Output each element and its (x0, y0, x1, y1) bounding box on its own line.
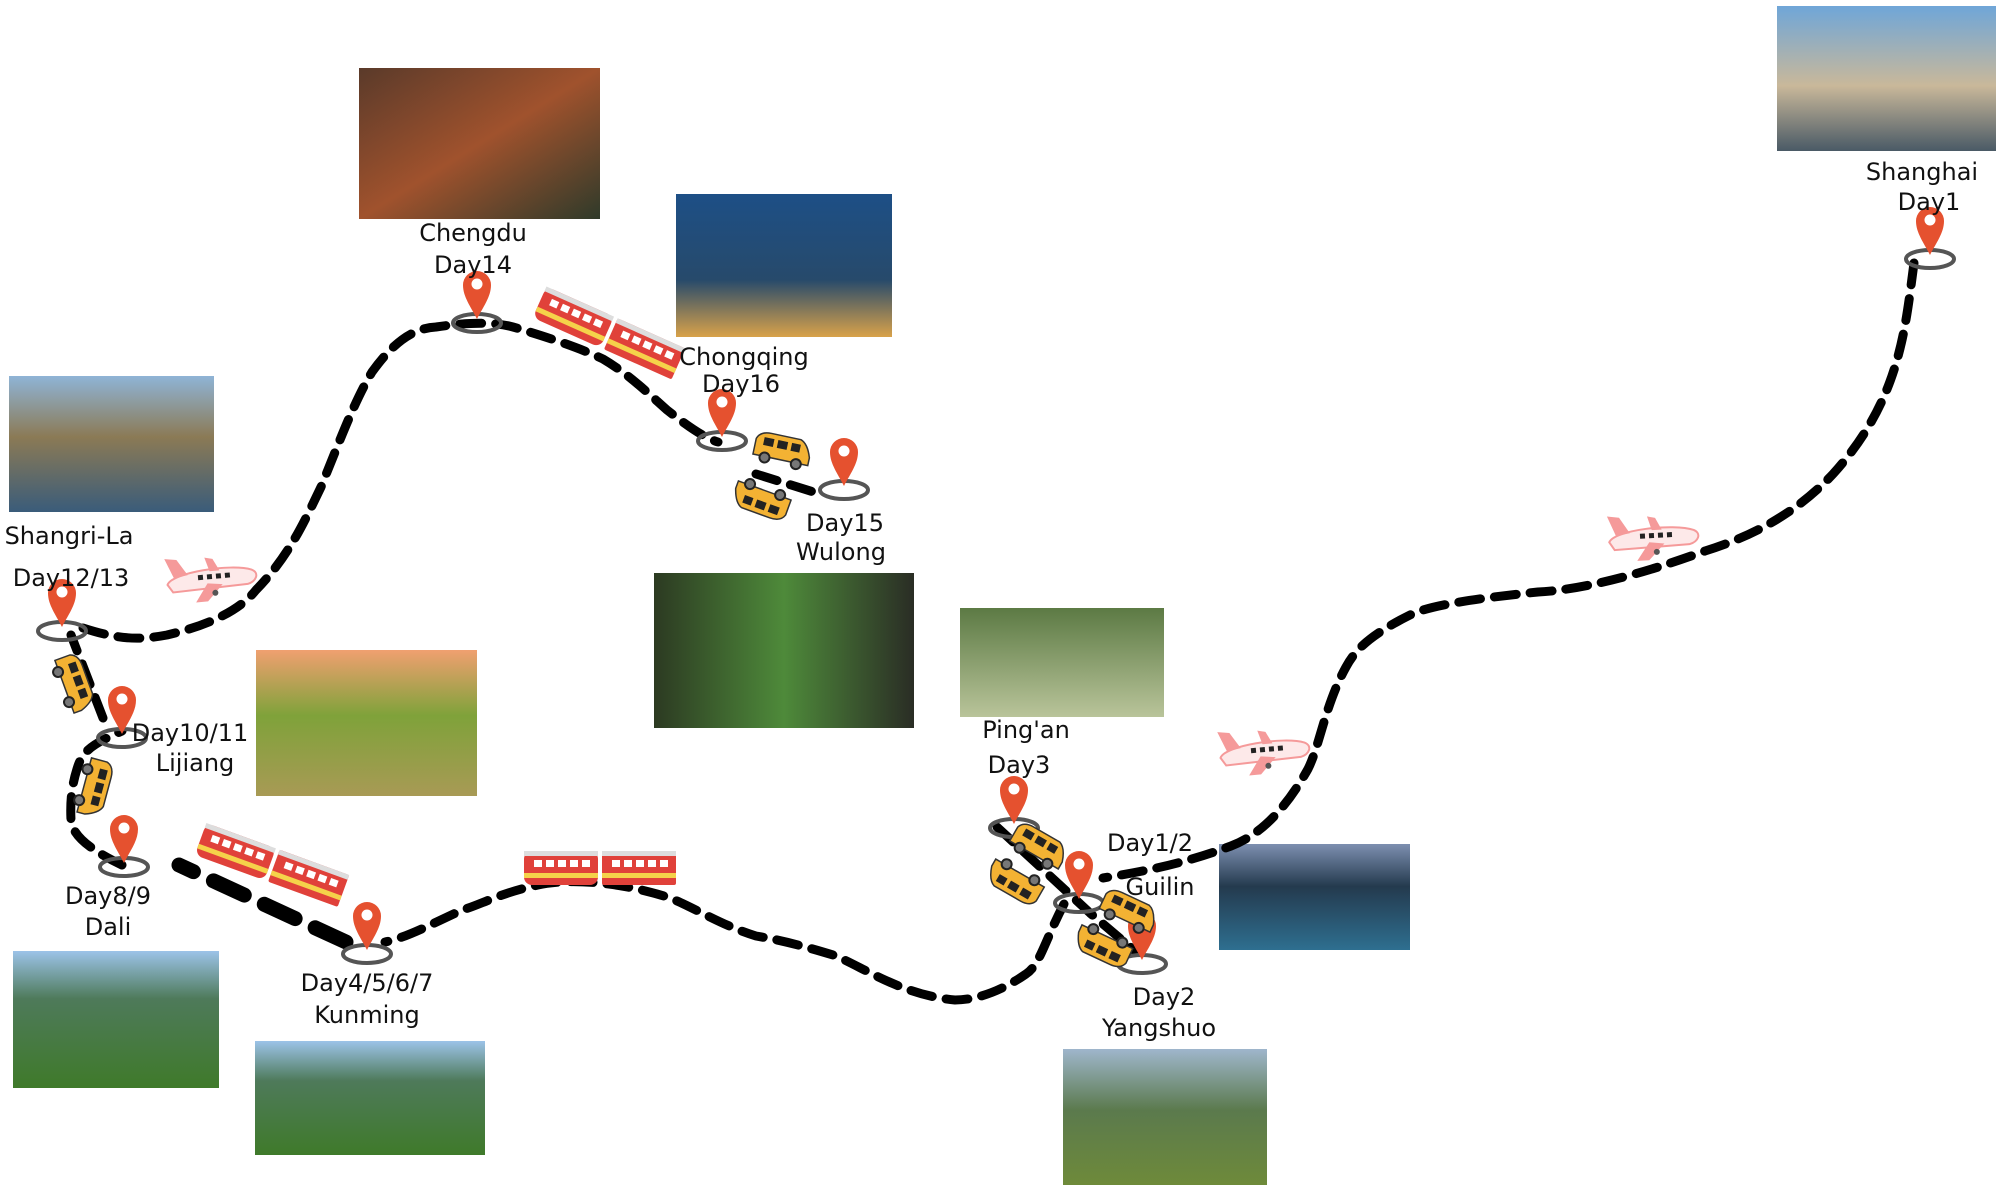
route-kunming-dali (171, 857, 354, 950)
kunming-photo (255, 1041, 485, 1155)
map-pin-icon (696, 389, 748, 452)
stop-label: Day10/11 (132, 719, 249, 747)
chongqing-photo (676, 194, 892, 337)
stop-label: Day1 (1898, 188, 1961, 216)
dali-photo (13, 951, 219, 1088)
car-icon (1008, 823, 1064, 870)
car-icon (1077, 923, 1134, 968)
map-pin-icon (96, 686, 148, 749)
airplane-icon (1606, 516, 1700, 561)
stop-label: Kunming (314, 1001, 419, 1029)
shanghai-photo (1777, 6, 1996, 151)
map-pin-icon (341, 902, 393, 965)
stop-label: Day12/13 (13, 564, 130, 592)
stop-label: Day1/2 (1107, 829, 1193, 857)
lijiang-photo (256, 650, 477, 796)
stop-label: Chengdu (419, 219, 527, 247)
stop-label: Shanghai (1866, 158, 1978, 186)
map-pin-icon (36, 579, 88, 642)
stop-label: Ping'an (982, 716, 1070, 744)
car-icon (73, 756, 113, 815)
map-pin-icon (451, 271, 503, 334)
stop-label: Day2 (1133, 983, 1196, 1011)
stop-label: Dali (85, 913, 132, 941)
route-dali-lijiang (66, 726, 127, 870)
stop-label: Chongqing (679, 343, 808, 371)
wulong-photo (654, 573, 914, 728)
stop-label: Day4/5/6/7 (301, 969, 434, 997)
airplane-icon (164, 557, 258, 603)
car-icon (990, 858, 1046, 905)
guilin-photo (1219, 844, 1410, 950)
stop-label: Day3 (988, 751, 1051, 779)
car-icon (752, 432, 811, 471)
train-icon (197, 823, 350, 907)
route-shanghai-guilin (1098, 258, 1919, 883)
stop-label: Wulong (796, 538, 886, 566)
car-icon (52, 654, 94, 715)
stop-label: Day8/9 (65, 882, 151, 910)
stop-label: Day14 (434, 251, 512, 279)
route-chongqing-wulong (751, 469, 825, 499)
car-icon (734, 478, 793, 520)
stop-label: Day16 (702, 370, 780, 398)
map-pin-icon (818, 438, 870, 501)
map-pin-icon (98, 815, 150, 878)
route-guilin-kunming (380, 877, 1069, 1005)
shangrila-photo (9, 376, 214, 512)
stop-label: Shangri-La (5, 522, 134, 550)
car-icon (1098, 889, 1155, 934)
train-icon (524, 851, 676, 885)
stop-label: Lijiang (156, 749, 235, 777)
stop-label: Yangshuo (1101, 1014, 1216, 1042)
train-icon (535, 286, 686, 379)
map-pin-icon (1904, 207, 1956, 270)
yangshuo-photo (1063, 1049, 1267, 1185)
route-shangrila-chongqing (78, 318, 723, 643)
chengdu-photo (359, 68, 600, 219)
stop-label: Day15 (806, 509, 884, 537)
stop-label: Guilin (1125, 873, 1194, 901)
airplane-icon (1217, 730, 1311, 776)
pingan-photo (960, 608, 1164, 717)
